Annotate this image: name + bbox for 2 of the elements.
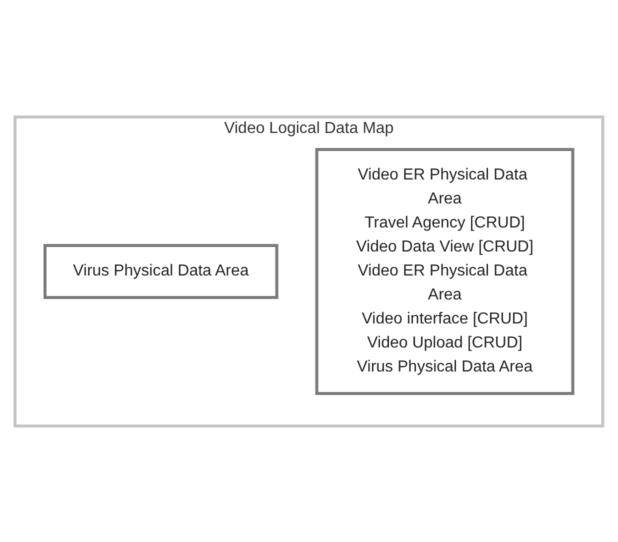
node-box: Video ER Physical Data Area Travel Agency [CRUD] Video Data View [CRUD] Video ER Physical Data Area Video interface [CRUD] Video Upload [CRUD] Virus Physical Data Area: [315, 148, 574, 394]
node-box: Virus Physical Data Area: [44, 244, 278, 298]
